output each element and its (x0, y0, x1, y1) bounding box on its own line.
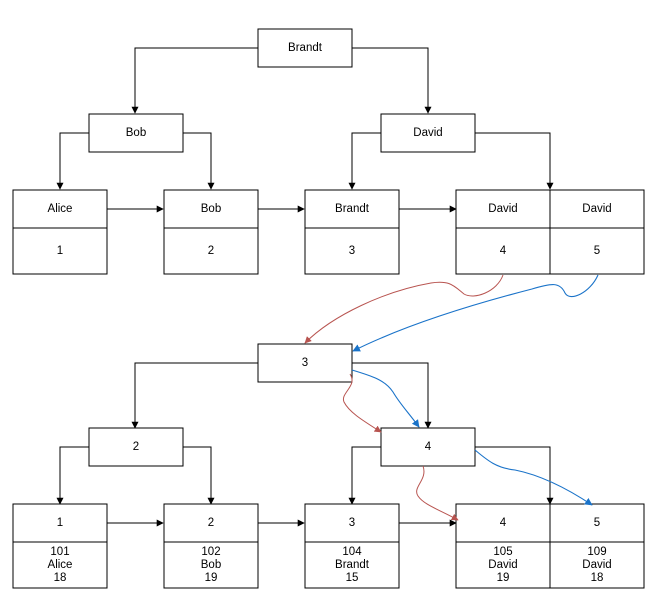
blue-lookup-arrow-2 (351, 369, 420, 428)
edge-root-to-4 (352, 362, 432, 429)
top-root-node: Brandt (257, 28, 353, 68)
edge-4-to-3 (348, 446, 381, 505)
leaf-row-line: 19 (205, 572, 218, 584)
lookup-arrows-top-to-bottom (304, 274, 599, 352)
top-leaf-2: Bob 2 (163, 189, 259, 275)
leaf-row-line: 18 (591, 572, 604, 584)
bottom-internal-node-4: 4 (380, 427, 476, 467)
leaf-row-line: 105 (493, 546, 512, 558)
leaf-key: 1 (57, 517, 63, 529)
top-leaf-4-5: David 4 David 5 (455, 189, 645, 275)
top-internal-node-bob: Bob (88, 113, 184, 153)
leaf-row-line: David (582, 559, 611, 571)
lookup-arrows-bottom-tree (342, 369, 593, 521)
top-tree: Brandt Bob David Alice 1 Bob 2 Brandt (12, 28, 645, 275)
leaf-row-line: Brandt (335, 559, 370, 571)
leaf-row-line: 104 (342, 546, 362, 558)
bottom-internal-label: 4 (425, 441, 432, 453)
leaf-row-line: David (488, 559, 517, 571)
edge-4-to-4 (475, 446, 554, 505)
leaf-row-line: 15 (346, 572, 359, 584)
leaf-key: Brandt (335, 203, 370, 215)
leaf-value: 5 (594, 245, 600, 257)
leaf-value: 3 (349, 245, 355, 257)
bottom-root-node: 3 (257, 343, 353, 383)
edge-bob-to-alice (56, 132, 89, 190)
leaf-key: 2 (208, 517, 214, 529)
leaf-value: 1 (57, 245, 63, 257)
edge-bob-to-bob (183, 132, 215, 190)
edge-2-to-1 (56, 446, 89, 505)
red-lookup-arrow-1 (304, 274, 504, 344)
bottom-root-label: 3 (302, 357, 308, 369)
leaf-key: Alice (48, 203, 73, 215)
leaf-key: 4 (500, 517, 507, 529)
leaf-key: David (582, 203, 611, 215)
leaf-row-line: Alice (48, 559, 73, 571)
red-lookup-arrow-2 (342, 373, 382, 433)
bottom-leaf-1: 1 101 Alice 18 (12, 503, 108, 589)
edge-root-to-2 (131, 362, 258, 429)
edge-david-to-brandt (348, 132, 381, 190)
red-lookup-arrow-3 (416, 465, 459, 521)
leaf-row-line: 19 (497, 572, 510, 584)
leaf-key: Bob (201, 203, 221, 215)
leaf-row-line: 109 (587, 546, 606, 558)
bottom-tree: 3 2 4 1 101 Alice 18 2 102 Bob 19 (12, 343, 645, 589)
leaf-row-line: 101 (50, 546, 69, 558)
leaf-row-line: 102 (201, 546, 220, 558)
bottom-internal-label: 2 (133, 441, 139, 453)
leaf-row-line: Bob (201, 559, 221, 571)
top-internal-node-david: David (380, 113, 476, 153)
edge-root-to-david (352, 47, 432, 114)
leaf-key: David (488, 203, 517, 215)
leaf-row-line: 18 (54, 572, 67, 584)
leaf-key: 3 (349, 517, 355, 529)
top-leaf-3: Brandt 3 (304, 189, 400, 275)
top-leaf-1: Alice 1 (12, 189, 108, 275)
top-tree-edges (56, 47, 554, 213)
leaf-key: 5 (594, 517, 600, 529)
blue-lookup-arrow-3 (474, 449, 593, 506)
bottom-leaf-2: 2 102 Bob 19 (163, 503, 259, 589)
bottom-tree-edges (56, 362, 554, 527)
edge-david-to-david (475, 132, 554, 190)
leaf-value: 2 (208, 245, 214, 257)
bottom-leaf-3: 3 104 Brandt 15 (304, 503, 400, 589)
top-internal-label: Bob (126, 127, 146, 139)
bottom-internal-node-2: 2 (88, 427, 184, 467)
edge-root-to-bob (131, 47, 258, 114)
blue-lookup-arrow-1 (352, 274, 599, 352)
edge-2-to-2 (183, 446, 215, 505)
leaf-value: 4 (500, 245, 507, 257)
bottom-leaf-4-5: 4 105 David 19 5 109 David 18 (455, 503, 645, 589)
top-internal-label: David (413, 127, 442, 139)
top-root-label: Brandt (288, 42, 323, 54)
